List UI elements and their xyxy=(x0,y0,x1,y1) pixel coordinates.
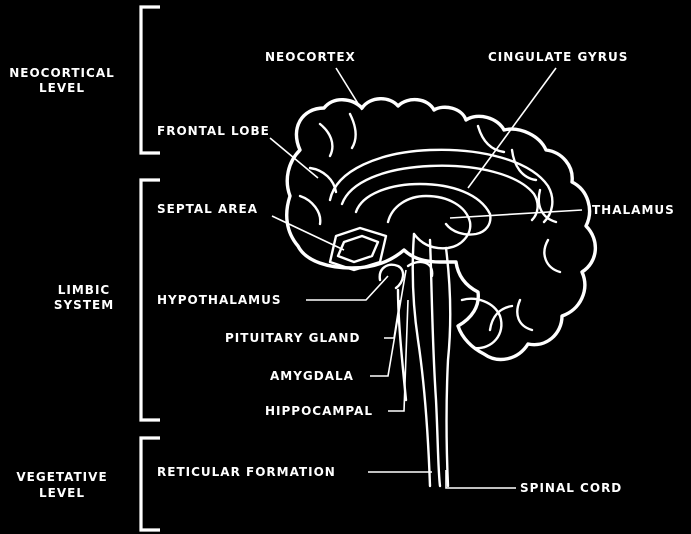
neocortical-level-label-line2: LEVEL xyxy=(39,81,85,95)
cerebellum xyxy=(460,297,503,350)
thalamus-leader xyxy=(449,209,583,219)
frontal-lobe-label: FRONTAL LOBE xyxy=(157,124,270,138)
neocortex-leader xyxy=(335,67,363,111)
limbic-system-label-line2: SYSTEM xyxy=(54,298,114,312)
cortex-outline xyxy=(285,97,597,362)
hypothalamus-shape xyxy=(378,263,405,290)
frontal-gyri xyxy=(298,112,357,226)
pituitary-gland-label: PITUITARY GLAND xyxy=(225,331,360,345)
vegetative-level-label-line1: VEGETATIVE xyxy=(16,470,107,484)
brain-illustration xyxy=(285,97,597,488)
cingulate-gyrus-label: CINGULATE GYRUS xyxy=(488,50,628,64)
thalamus-label: THALAMUS xyxy=(592,203,675,217)
spinal-cord-label: SPINAL CORD xyxy=(520,481,622,495)
hypothalamus-leader xyxy=(306,275,389,301)
frontal-lobe-leader xyxy=(269,137,319,179)
septal-area-inner xyxy=(336,234,380,264)
limbic-bracket xyxy=(139,178,160,422)
brainstem-inner xyxy=(428,238,442,488)
cingulate-gyrus-leader xyxy=(467,67,557,189)
vegetative-bracket xyxy=(139,436,160,532)
brainstem-left xyxy=(411,232,432,488)
cingulate-band-outer xyxy=(328,148,554,224)
hippocampal-label: HIPPOCAMPAL xyxy=(265,404,373,418)
posterior-gyri xyxy=(476,124,562,332)
neocortex-label: NEOCORTEX xyxy=(265,50,356,64)
septal-area-leader xyxy=(271,215,345,251)
leader-lines xyxy=(269,67,583,489)
thalamus-body xyxy=(386,194,472,250)
limbic-system-label-line1: LIMBIC xyxy=(58,283,110,297)
reticular-formation-label: RETICULAR FORMATION xyxy=(157,465,336,479)
vegetative-level-label-line2: LEVEL xyxy=(39,486,85,500)
cingulate-band-inner xyxy=(340,164,539,222)
spinal-cord-leader xyxy=(445,470,516,489)
septal-area-shape xyxy=(328,226,388,272)
neocortical-bracket xyxy=(139,5,160,155)
amygdala-leader xyxy=(370,269,407,377)
brainstem-right xyxy=(444,246,452,488)
hypothalamus-label: HYPOTHALAMUS xyxy=(157,293,282,307)
septal-area-label: SEPTAL AREA xyxy=(157,202,258,216)
amygdala-label: AMYGDALA xyxy=(270,369,354,383)
hippocampal-leader xyxy=(388,299,409,412)
neocortical-level-label-line1: NEOCORTICAL xyxy=(9,66,115,80)
